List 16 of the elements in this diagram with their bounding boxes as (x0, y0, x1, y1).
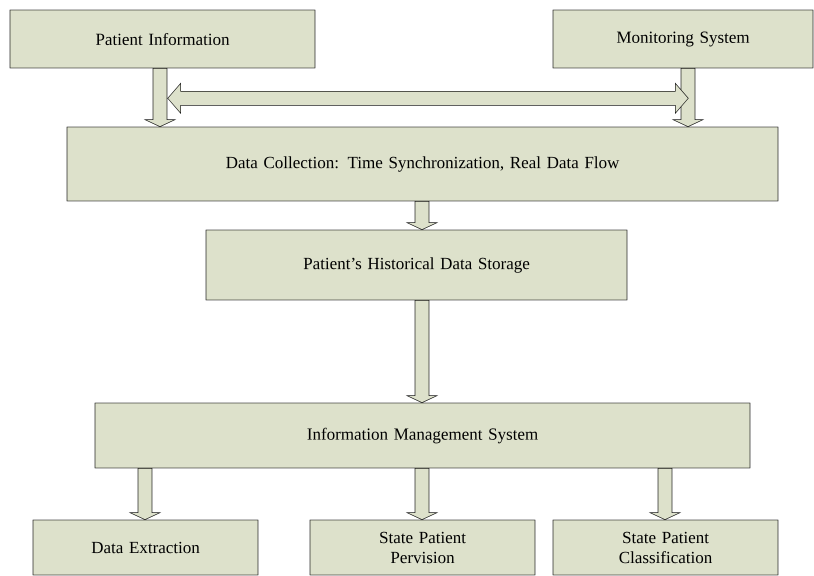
block-arrow (406, 201, 438, 230)
block-arrow (406, 300, 438, 404)
process-box: Patient Information (10, 10, 316, 68)
block-arrow (406, 468, 438, 520)
block-arrow (128, 468, 162, 520)
process-box: Patient’s Historical Data Storage (206, 230, 628, 300)
process-box: State Patient Pervision (310, 520, 536, 576)
process-box: Data Collection: Time Synchronization, Real Data Flow (66, 126, 778, 202)
process-box: Data Extraction (32, 520, 258, 576)
process-box: State Patient Classification (552, 520, 778, 576)
process-box: Monitoring System (552, 10, 814, 68)
block-arrow (144, 68, 176, 128)
block-arrow (648, 468, 682, 520)
block-arrow (672, 68, 704, 128)
process-box: Information Management System (94, 402, 750, 468)
block-arrow (167, 82, 689, 114)
